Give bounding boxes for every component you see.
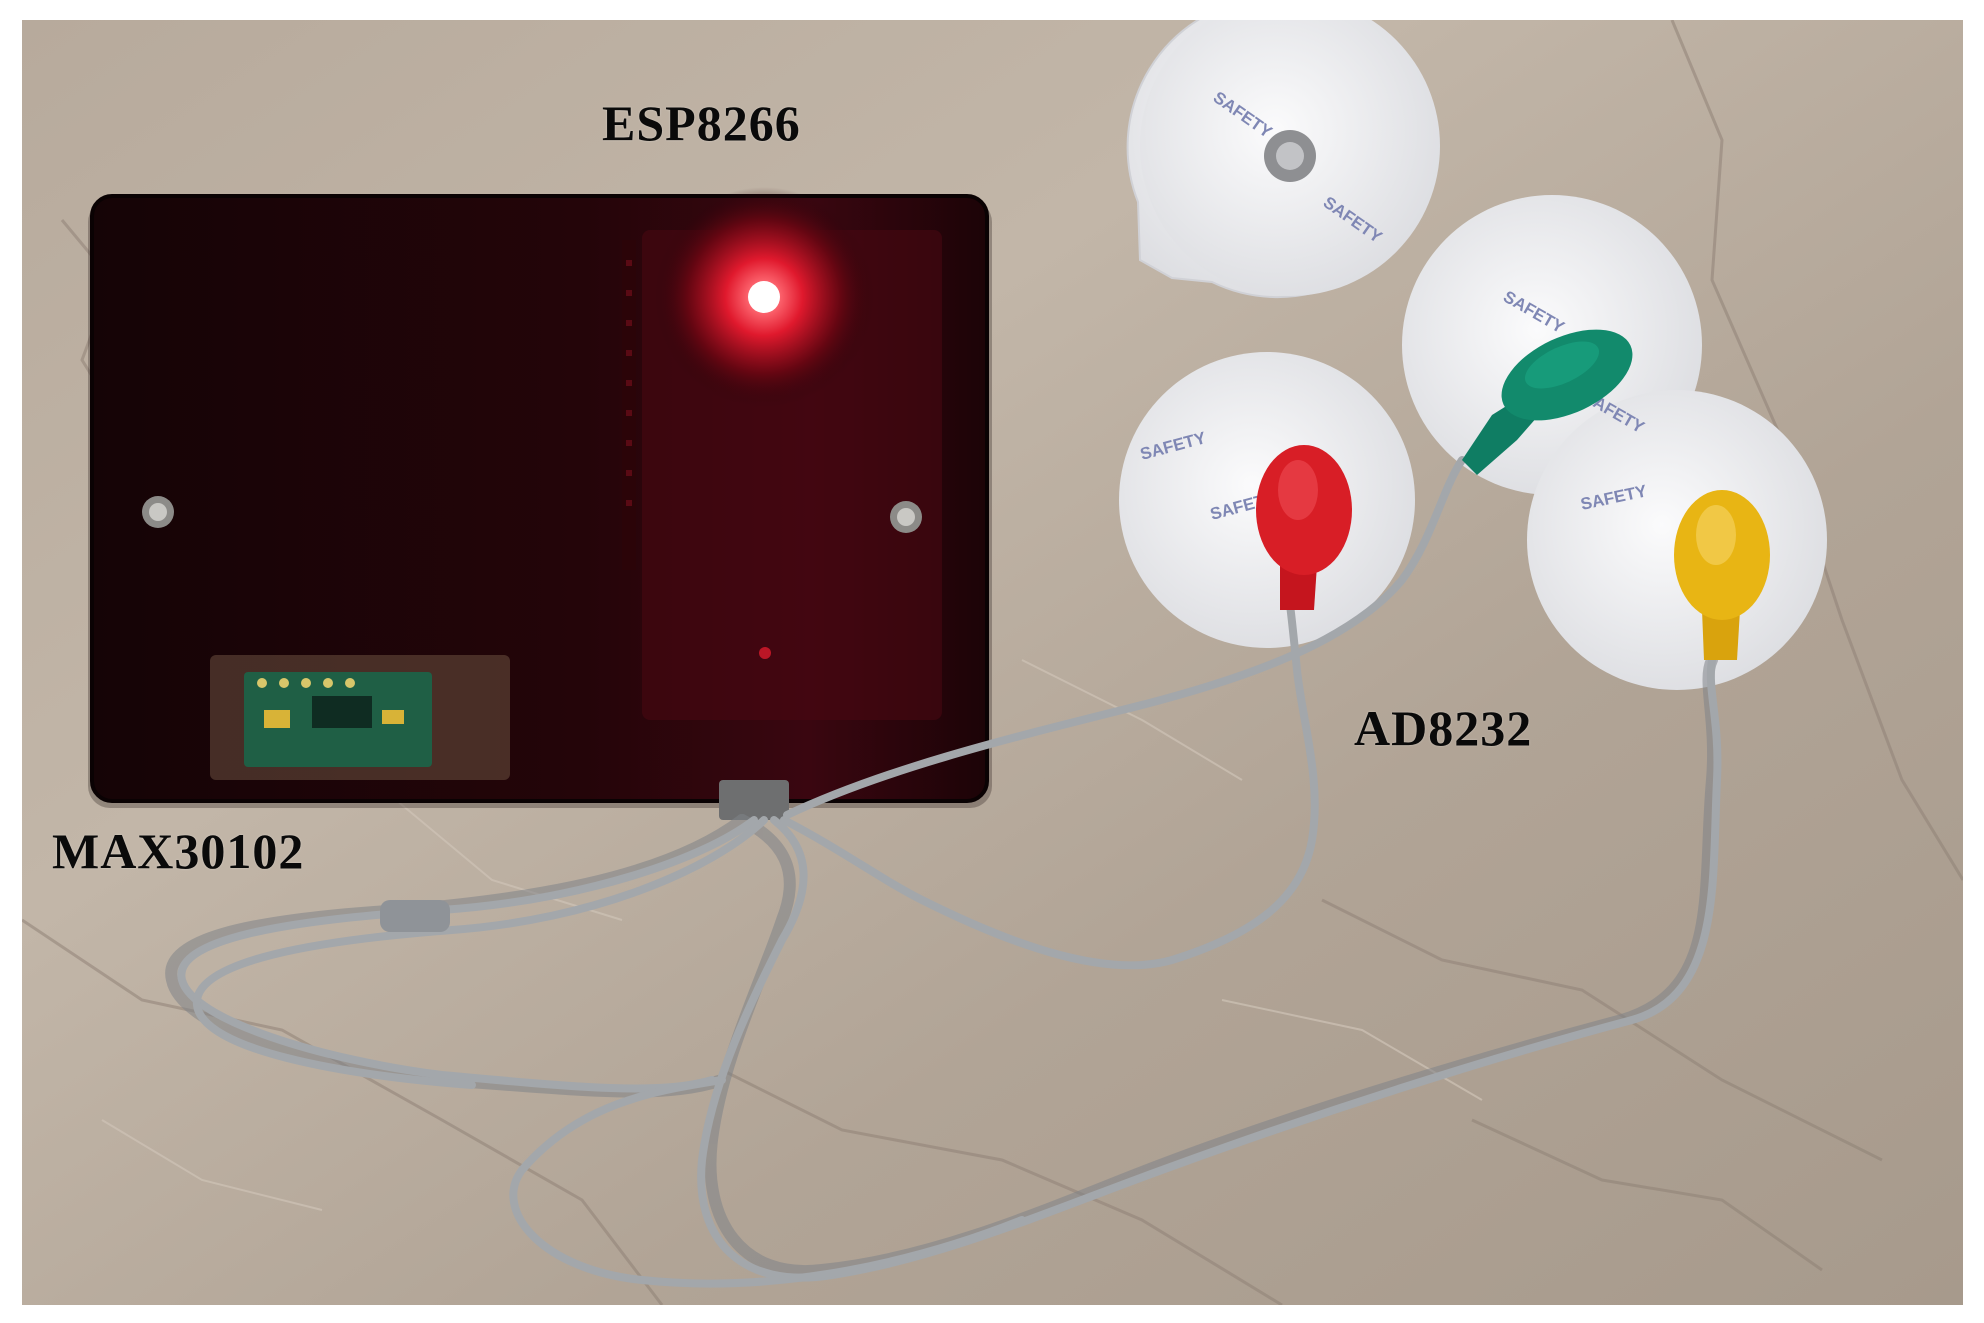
pin-header-pins: [626, 260, 632, 506]
screw-right: [890, 501, 922, 533]
pin-header: [622, 240, 636, 570]
cable-connector: [719, 780, 789, 820]
cables: [165, 456, 1722, 1288]
label-esp8266: ESP8266: [602, 95, 801, 151]
screw-left: [142, 496, 174, 528]
label-max30102: MAX30102: [52, 823, 305, 879]
led: [748, 281, 780, 313]
photo-frame: SAFETY SAFETY SAFETY SAFETY SAFETY SAFET…: [22, 20, 1963, 1305]
lead-yellow: [1674, 490, 1770, 660]
photo-scene: SAFETY SAFETY SAFETY SAFETY SAFETY SAFET…: [22, 20, 1963, 1305]
max30102-components: [257, 678, 404, 728]
enclosure: [90, 187, 989, 820]
lead-green: [1462, 329, 1633, 475]
electrode-pad-top: [1126, 20, 1440, 299]
lead-red: [1256, 445, 1352, 610]
small-led: [759, 647, 771, 659]
label-ad8232: AD8232: [1354, 700, 1533, 756]
cable-splitter: [380, 900, 450, 932]
